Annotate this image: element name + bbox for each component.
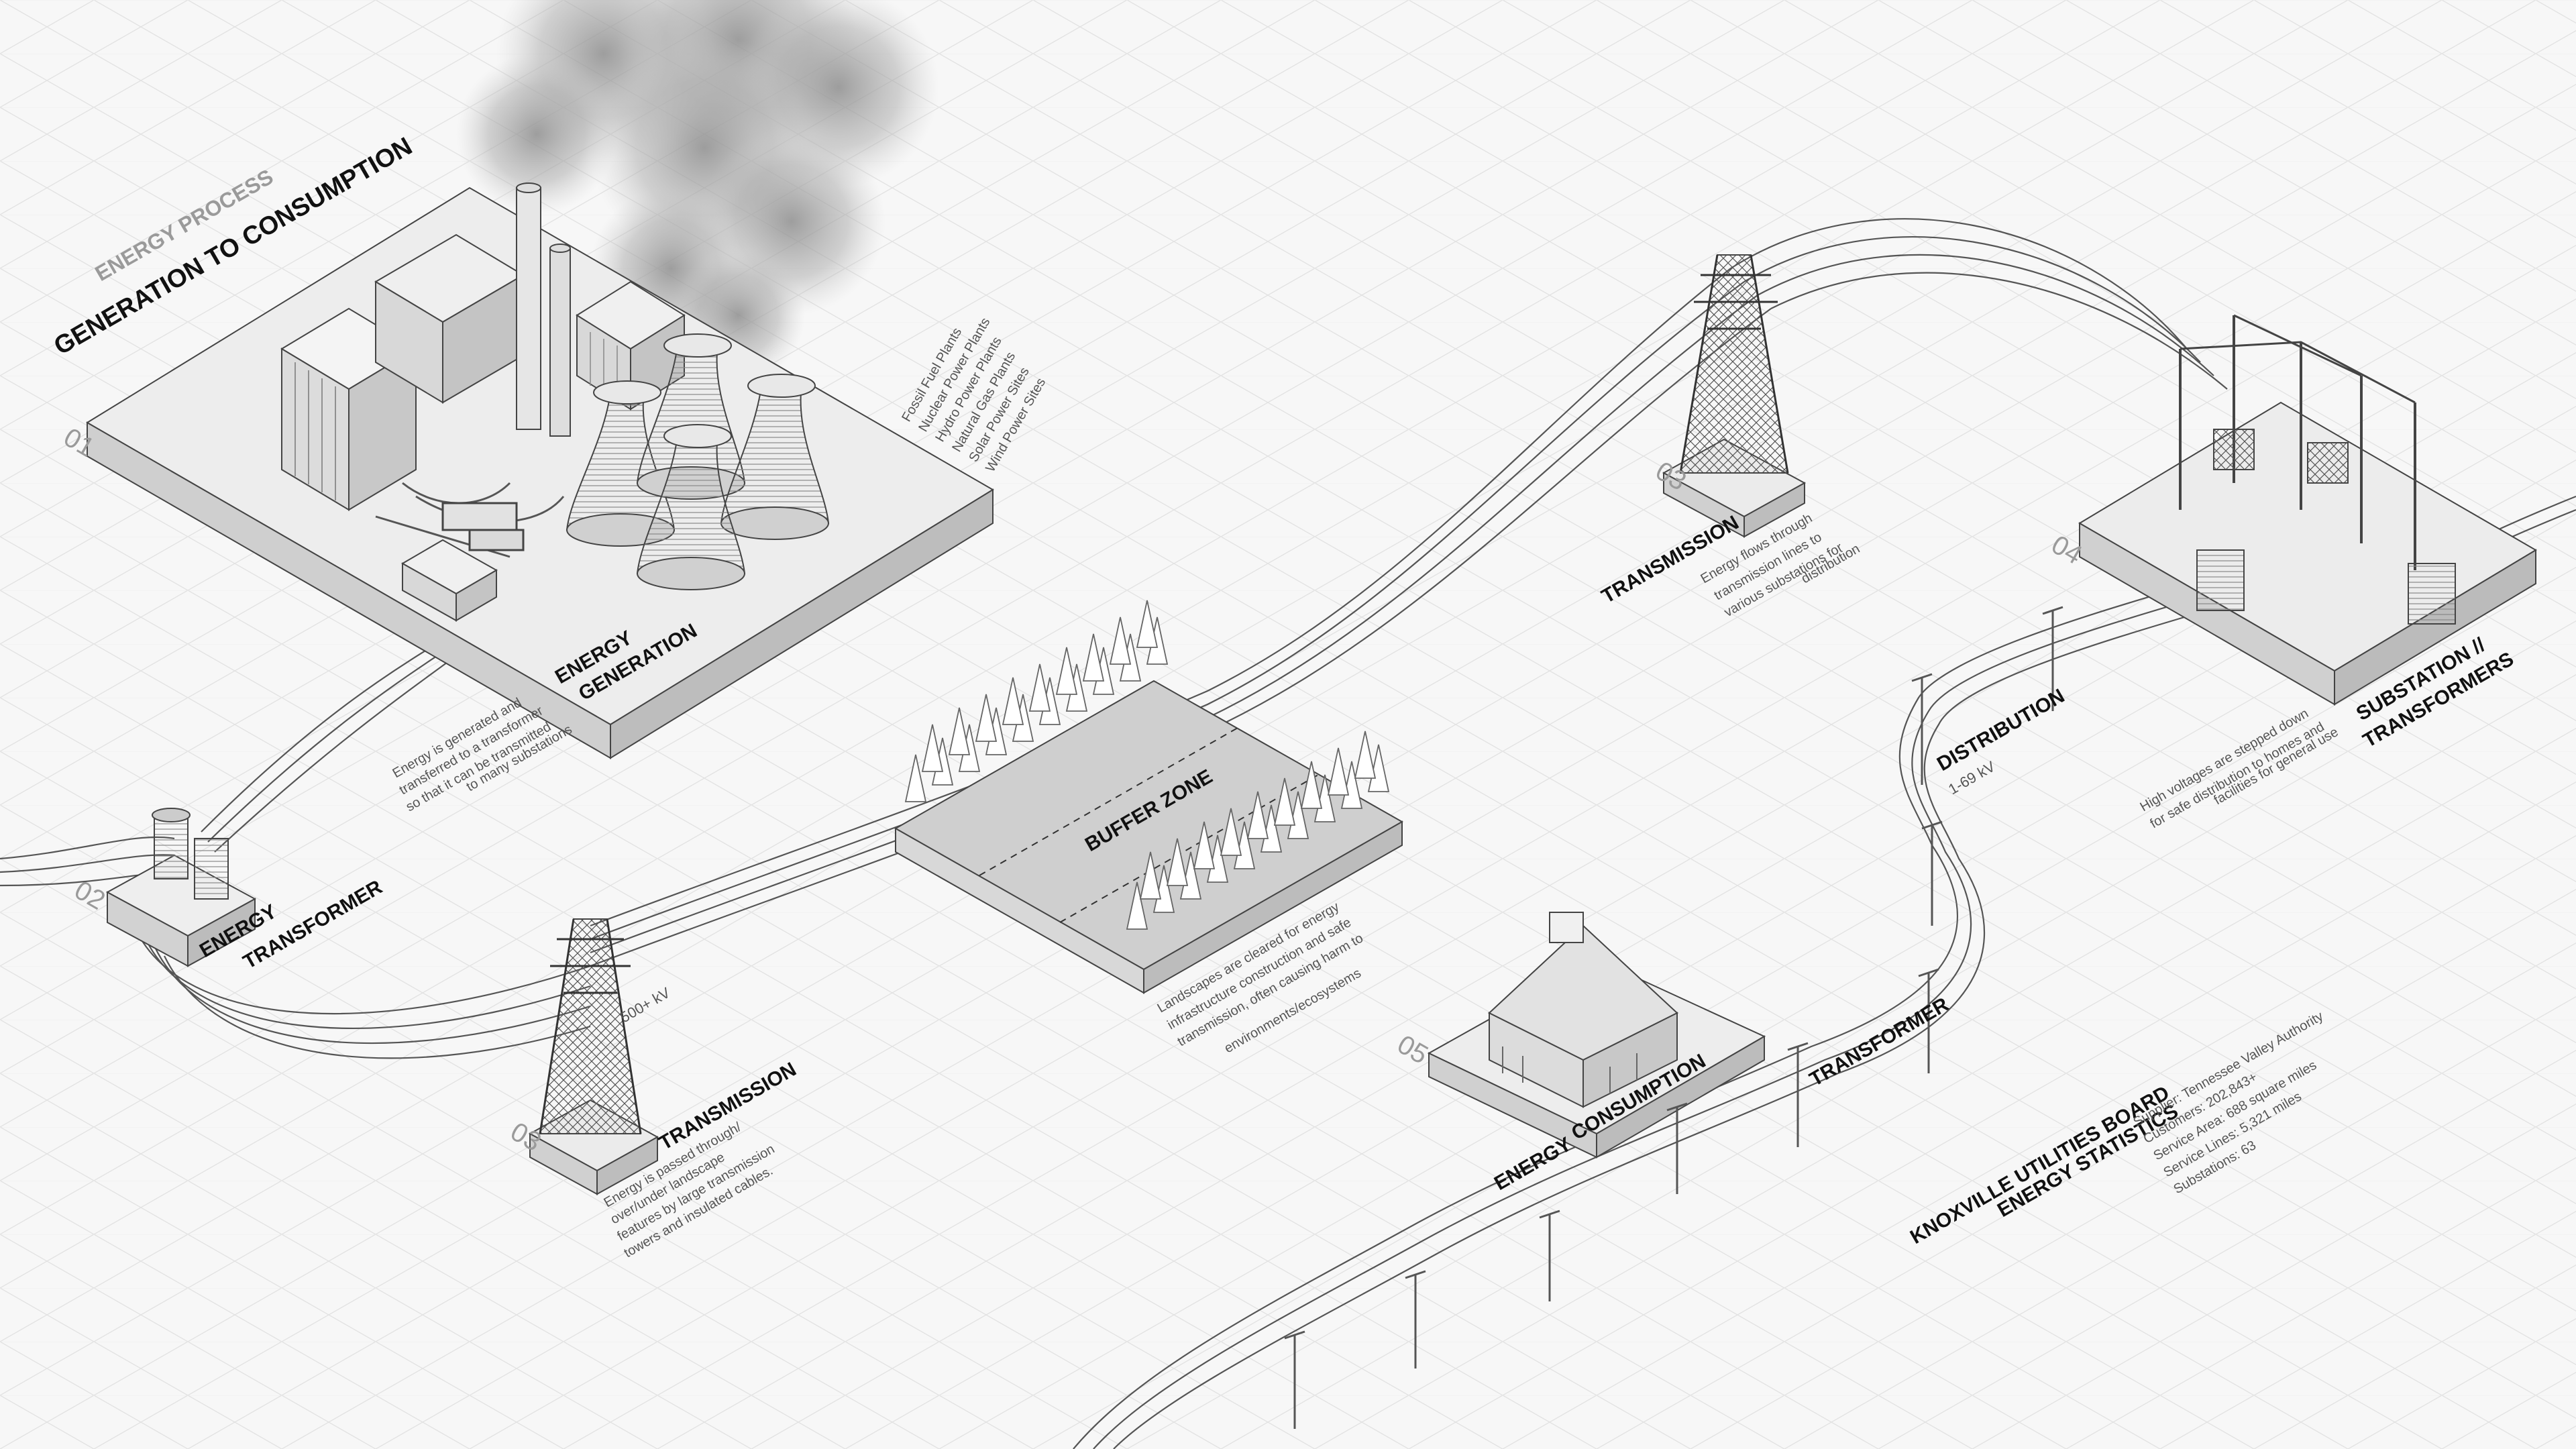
buffer-zone (894, 680, 1404, 994)
transmission-tower-lower (528, 918, 659, 1195)
plant-output-unit (400, 539, 498, 622)
plant-pipes (375, 482, 565, 558)
transmission-tower-upper (1662, 254, 1807, 538)
tree-rows (904, 600, 1390, 930)
cooling-towers (566, 333, 830, 590)
distribution-poles (1284, 606, 2063, 1429)
power-plant-platform (86, 186, 994, 759)
transformer-station (105, 808, 257, 967)
smokestacks (516, 182, 571, 437)
boiler-building (280, 233, 525, 511)
house-consumption (1427, 912, 1766, 1159)
substation (2078, 314, 2537, 706)
